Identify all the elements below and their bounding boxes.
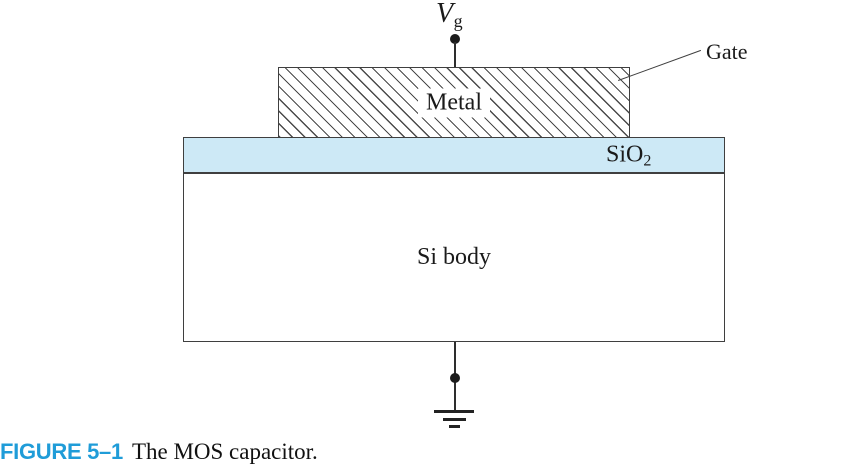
gate-voltage-label: Vg	[436, 0, 463, 30]
figure-number: FIGURE 5–1	[0, 439, 123, 464]
oxide-label: SiO2	[606, 141, 652, 170]
gate-leader-line	[618, 49, 702, 81]
gate-terminal-wire	[454, 42, 456, 68]
bottom-terminal-dot	[450, 373, 460, 383]
ground-bar-top	[434, 410, 474, 413]
gate-label: Gate	[706, 39, 748, 64]
figure-caption-text: The MOS capacitor.	[131, 439, 318, 464]
ground-bar-bottom	[449, 425, 460, 428]
metal-gate-region: Metal	[278, 67, 630, 138]
top-terminal-dot	[450, 34, 460, 44]
metal-label: Metal	[418, 88, 490, 117]
si-body-label: Si body	[416, 244, 491, 270]
oxide-formula: SiO	[606, 141, 644, 168]
oxide-layer: SiO2	[183, 137, 725, 173]
figure-caption: FIGURE 5–1 The MOS capacitor.	[0, 439, 318, 465]
oxide-subscript: 2	[643, 152, 652, 170]
gate-voltage-symbol: V	[436, 0, 454, 29]
ground-bar-middle	[443, 418, 466, 421]
gate-voltage-subscript: g	[453, 11, 464, 31]
si-body-region: Si body	[183, 173, 725, 342]
